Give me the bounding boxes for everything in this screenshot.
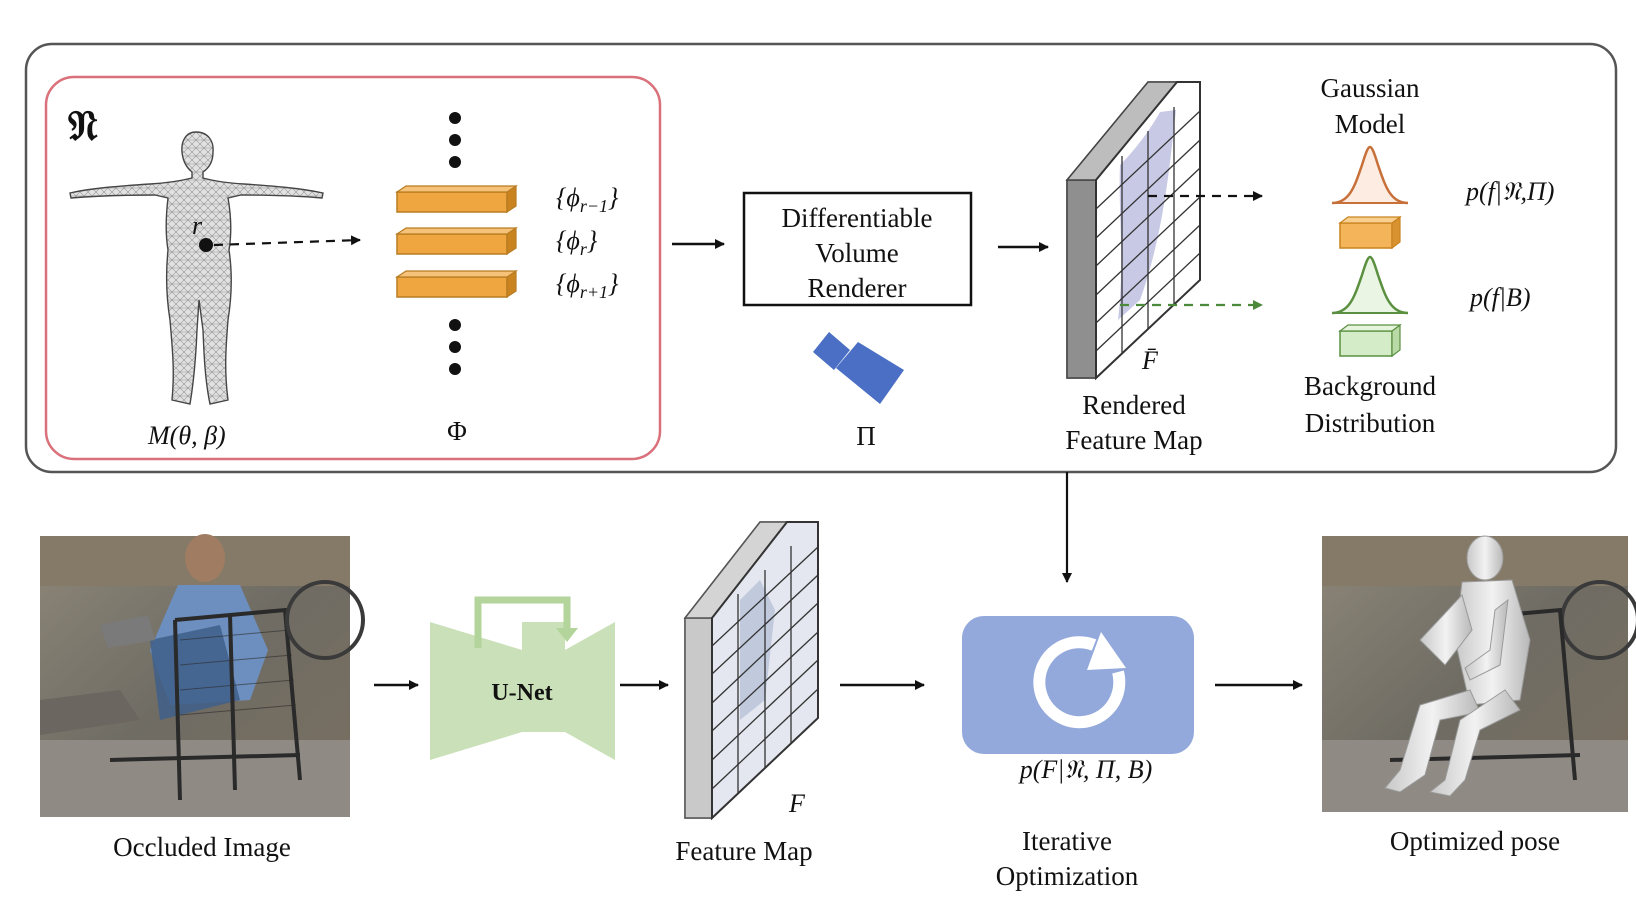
top-panel — [24, 42, 1618, 474]
feature-block-1 — [395, 184, 518, 214]
vertex-label: r — [192, 211, 203, 240]
feature-map — [683, 521, 819, 821]
unet-label: U-Net — [491, 680, 552, 706]
input-caption: Occluded Image — [113, 832, 291, 862]
camera-icon — [813, 332, 904, 404]
camera-label: Π — [856, 421, 876, 451]
neural-mesh-model-box — [44, 75, 662, 461]
gaussian-formula: p(f|𝔑,Π) — [1464, 177, 1554, 206]
human-mesh — [69, 131, 324, 405]
feature-ellipsis-bottom — [449, 319, 461, 375]
rendered-map-symbol: F̄ — [1141, 346, 1159, 375]
occluded-image — [40, 534, 365, 817]
model-symbol: 𝔑 — [68, 104, 98, 150]
gaussian-title-1: Gaussian — [1321, 73, 1420, 103]
background-title-2: Distribution — [1305, 408, 1436, 438]
renderer-line-3: Renderer — [808, 273, 907, 303]
rendered-map-caption-2: Feature Map — [1065, 425, 1202, 455]
renderer-line-2: Volume — [815, 238, 899, 268]
feature-block-2 — [395, 226, 518, 256]
feature-set-next: {ϕr+1} — [556, 269, 619, 302]
background-curve — [1331, 255, 1409, 315]
background-formula: p(f|B) — [1468, 283, 1531, 312]
renderer-line-1: Differentiable — [782, 203, 933, 233]
optimization-caption-1: Iterative — [1022, 826, 1112, 856]
features-label: Φ — [447, 416, 467, 446]
output-caption: Optimized pose — [1390, 826, 1560, 856]
gaussian-curve — [1331, 145, 1409, 205]
optimization-formula: p(F|𝔑, Π, B) — [1018, 755, 1153, 784]
feature-set-prev: {ϕr−1} — [556, 183, 619, 216]
background-feature-block — [1338, 323, 1402, 358]
optimized-pose-image — [1322, 535, 1636, 812]
optimization-caption-2: Optimization — [996, 861, 1139, 891]
vertex-to-features-arrow — [213, 235, 361, 247]
gaussian-feature-block — [1338, 215, 1402, 250]
feature-ellipsis-top — [449, 112, 461, 168]
rendered-feature-map — [1065, 81, 1201, 381]
feature-map-symbol: F — [788, 789, 806, 818]
background-title-1: Background — [1304, 371, 1436, 401]
rendered-map-caption-1: Rendered — [1082, 390, 1186, 420]
feature-map-caption: Feature Map — [675, 836, 812, 866]
gaussian-title-2: Model — [1335, 109, 1406, 139]
optimization-box — [962, 616, 1194, 754]
unet-block — [430, 596, 615, 760]
mesh-label: M(θ, β) — [147, 421, 226, 450]
vertex-point — [199, 238, 213, 252]
refresh-icon — [1033, 632, 1126, 729]
feature-block-3 — [395, 269, 518, 299]
feature-set-current: {ϕr} — [556, 226, 598, 259]
renderer-box — [742, 191, 973, 307]
